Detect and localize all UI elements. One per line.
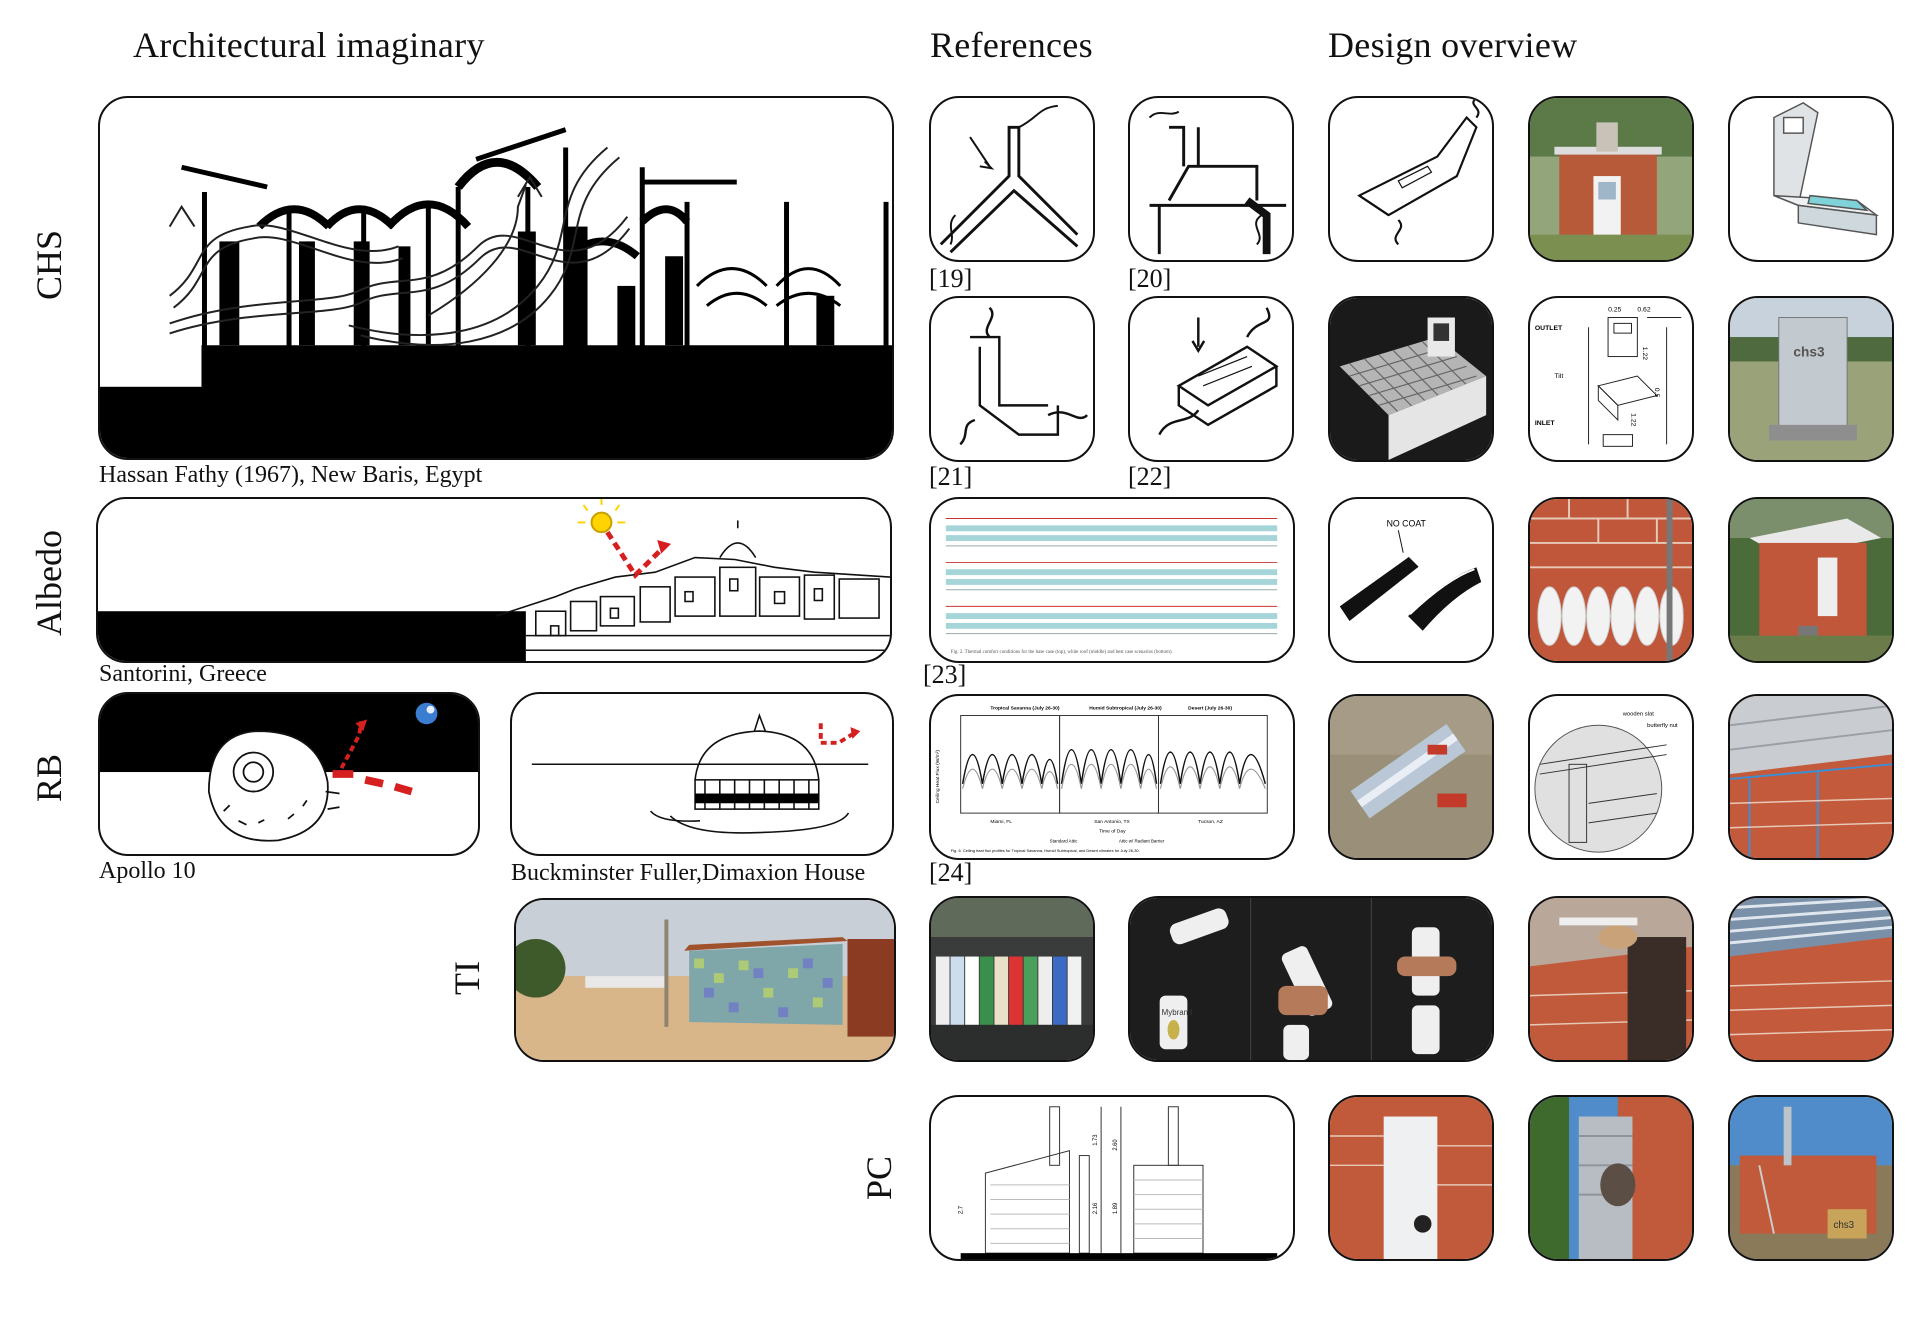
label-wooden-slat: wooden slat (1622, 712, 1655, 718)
fathy-section-drawing (98, 96, 894, 460)
rb-y-label: Ceiling Heat Flux (W/m²) (935, 750, 941, 804)
dim-122: 1.22 (1641, 347, 1648, 360)
label-outlet: OUTLET (1535, 325, 1563, 332)
chs-test-cell-photo (1528, 96, 1694, 262)
dim-05: 0.5 (1653, 388, 1660, 398)
pc-cell-exterior-photo: chs3 (1728, 1095, 1894, 1261)
pc-dim-260: 2.60 (1113, 1139, 1119, 1151)
row-label-chs: CHS (29, 229, 69, 300)
pc-elevation-drawing: 1.73 2.60 2.16 1.89 2.7 (929, 1095, 1295, 1261)
header-design-overview: Design overview (1328, 25, 1578, 65)
header-references: References (930, 25, 1093, 65)
rb-x-label: Time of Day (1099, 829, 1126, 835)
ref-23-chart: Fig. 2. Thermal comfort conditions for t… (929, 497, 1295, 663)
ref-23-label: [23] (923, 660, 967, 689)
pc-dim-189: 1.89 (1113, 1203, 1119, 1214)
albedo-white-tiles-photo (1528, 497, 1694, 663)
ref-22-sketch (1128, 296, 1294, 462)
dim-025: 0.25 (1608, 307, 1621, 314)
caption-fathy: Hassan Fathy (1967), New Baris, Egypt (99, 462, 483, 488)
caption-apollo: Apollo 10 (99, 858, 196, 884)
row-label-pc: PC (859, 1155, 899, 1200)
ref-20-sketch (1128, 96, 1294, 262)
ti-bottles-photo: Mybrand (1128, 896, 1494, 1062)
rb-caption: Fig. 6. Ceiling heat flux profiles for T… (951, 848, 1140, 853)
chs3-label: chs3 (1793, 345, 1825, 360)
rb-city-1: Miami, FL (990, 819, 1012, 825)
ref-19-sketch (929, 96, 1095, 262)
rb-installed-foil-photo (1728, 694, 1894, 860)
rb-panel-title-3: Desert (July 26-30) (1188, 706, 1232, 712)
apollo-drawing (98, 692, 480, 856)
ref-23-caption: Fig. 2. Thermal comfort conditions for t… (951, 650, 1173, 655)
row-label-ti: TI (447, 961, 487, 995)
rb-detail-drawing: wooden slat butterfly nut (1528, 694, 1694, 860)
santorini-drawing (96, 497, 892, 663)
dim-122b: 1.22 (1629, 413, 1636, 426)
row-label-albedo: Albedo (29, 530, 69, 636)
ti-ceiling-install-photo (1528, 896, 1694, 1062)
pc-duct-photo (1528, 1095, 1694, 1261)
rb-legend-1: Standard Attic (1050, 838, 1078, 843)
rb-city-3: Tucson, AZ (1198, 819, 1223, 825)
pc-dim-173: 1.73 (1093, 1134, 1099, 1146)
rb-panel-title-1: Tropical Savanna (July 26-30) (990, 706, 1060, 712)
pc-dim-216: 2.16 (1093, 1202, 1099, 1214)
ref-22-label: [22] (1128, 462, 1172, 491)
no-coat-label: NO COAT (1387, 518, 1427, 528)
label-inlet: INLET (1535, 420, 1556, 427)
chs-3d-model (1728, 96, 1894, 262)
rb-legend-2: Attic w/ Radiant Barrier (1119, 838, 1165, 843)
label-butterfly-nut: butterfly nut (1647, 723, 1678, 729)
label-tilt: Tilt (1554, 373, 1563, 380)
row-label-rb: RB (29, 753, 69, 802)
chs-solar-chimney-sketch (1328, 96, 1494, 262)
caption-fuller: Buckminster Fuller,Dimaxion House (511, 860, 866, 886)
caption-santorini: Santorini, Greece (99, 661, 267, 687)
pc-dim-27: 2.7 (959, 1206, 965, 1214)
chs-render-grid (1328, 296, 1494, 462)
ti-ceiling-cartons-photo (1728, 896, 1894, 1062)
dymaxion-drawing (510, 692, 894, 856)
ref-21-sketch (929, 296, 1095, 462)
ref-24-chart: Tropical Savanna (July 26-30) Humid Subt… (929, 694, 1295, 860)
dim-062: 0.62 (1637, 307, 1650, 314)
chs3-box-label: chs3 (1833, 1220, 1854, 1231)
ti-cartons-photo (929, 896, 1095, 1062)
chs-technical-drawing: OUTLET INLET Tilt 0.25 0.62 1.22 0.5 1.2… (1528, 296, 1694, 462)
rb-city-2: San Antonio, TX (1094, 819, 1130, 825)
chs3-photo: chs3 (1728, 296, 1894, 462)
ref-20-label: [20] (1128, 264, 1172, 293)
ref-24-label: [24] (929, 858, 973, 887)
ti-house-photo (514, 898, 896, 1062)
ref-21-label: [21] (929, 462, 973, 491)
rb-panel-title-2: Humid Subtropical (July 26-30) (1089, 706, 1162, 712)
bottle-brand-label: Mybrand (1162, 1008, 1193, 1017)
rb-foil-roll-photo (1328, 694, 1494, 860)
pc-door-photo (1328, 1095, 1494, 1261)
header-architectural-imaginary: Architectural imaginary (133, 25, 485, 65)
albedo-tile-sketch: NO COAT (1328, 497, 1494, 663)
ref-19-label: [19] (929, 264, 973, 293)
albedo-cell-photo (1728, 497, 1894, 663)
